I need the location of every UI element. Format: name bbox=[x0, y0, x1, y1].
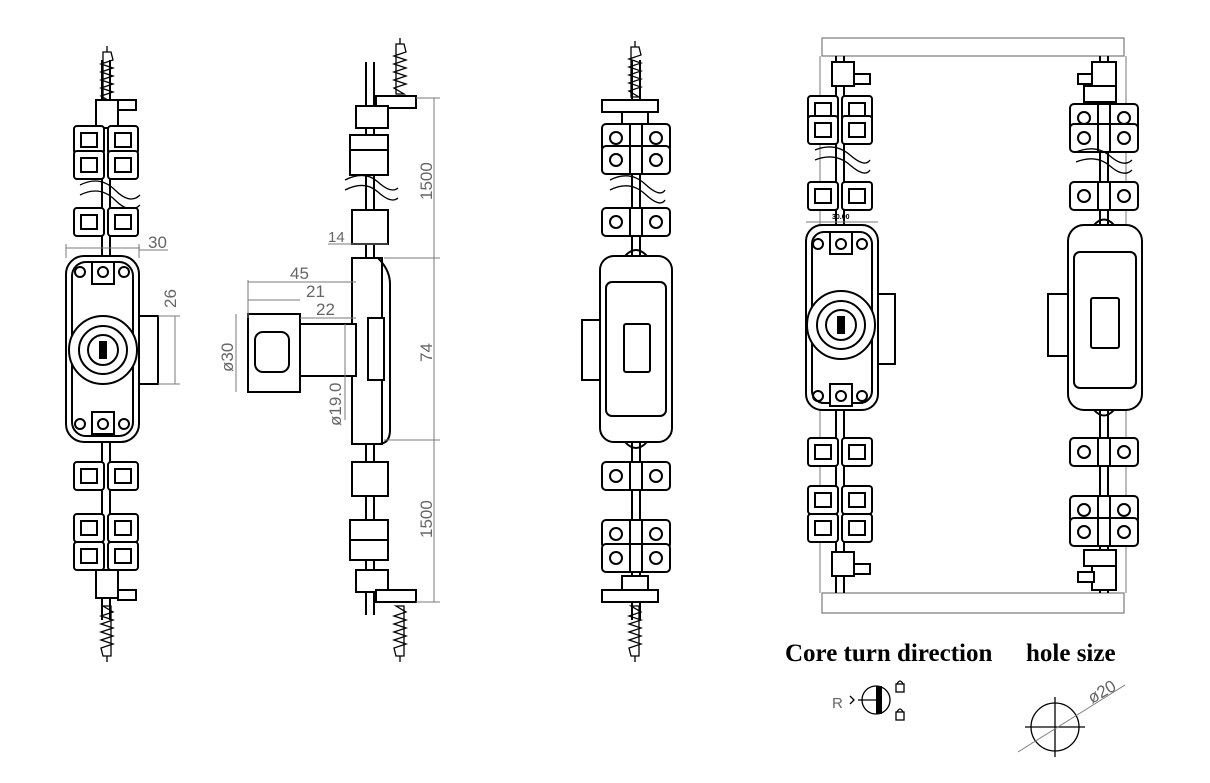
dim-hole-diameter: ø20 bbox=[1085, 676, 1120, 707]
core-turn-direction-label: Core turn direction bbox=[785, 640, 992, 667]
installed-view bbox=[805, 37, 1143, 614]
dim-body-74: 74 bbox=[417, 343, 436, 362]
dim-width-30: 30 bbox=[148, 233, 167, 252]
dim-rod-1500-upper: 1500 bbox=[417, 162, 436, 200]
side-view-dimensions bbox=[235, 97, 440, 603]
side-view bbox=[247, 37, 417, 663]
dim-dia-30: ø30 bbox=[218, 343, 237, 372]
dim-length-21: 21 bbox=[306, 282, 325, 301]
r-marker: R bbox=[832, 695, 843, 712]
dim-height-26: 26 bbox=[161, 289, 180, 308]
dim-dia-19: ø19.0 bbox=[326, 383, 345, 426]
hole-size-symbol bbox=[1017, 684, 1126, 757]
core-turn-direction-symbol bbox=[849, 680, 905, 721]
back-view bbox=[581, 40, 673, 663]
front-view bbox=[65, 45, 159, 663]
hole-size-label: hole size bbox=[1026, 640, 1116, 667]
dim-rod-1500-lower: 1500 bbox=[417, 500, 436, 538]
dim-length-45: 45 bbox=[290, 264, 309, 283]
dim-frame-30: 30.00 bbox=[832, 214, 850, 221]
front-view-dimensions bbox=[65, 244, 180, 385]
dim-offset-14: 14 bbox=[328, 229, 345, 246]
dim-length-22: 22 bbox=[316, 300, 335, 319]
